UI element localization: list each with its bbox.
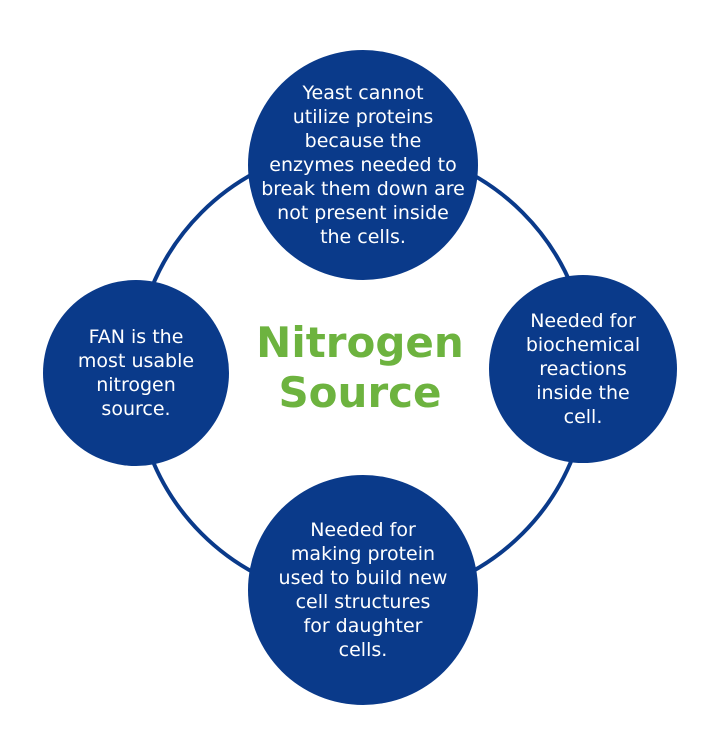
- node-top-text: Yeast cannot utilize proteins because th…: [261, 82, 465, 248]
- node-left-text: FAN is the most usable nitrogen source.: [77, 326, 195, 420]
- node-left: FAN is the most usable nitrogen source.: [43, 280, 229, 466]
- center-title: Nitrogen Source: [256, 318, 464, 417]
- node-right: Needed for biochemical reactions inside …: [489, 275, 677, 463]
- node-right-text: Needed for biochemical reactions inside …: [525, 310, 641, 428]
- node-bottom: Needed for making protein used to build …: [248, 475, 478, 705]
- node-bottom-text: Needed for making protein used to build …: [278, 519, 448, 661]
- node-top: Yeast cannot utilize proteins because th…: [248, 50, 478, 280]
